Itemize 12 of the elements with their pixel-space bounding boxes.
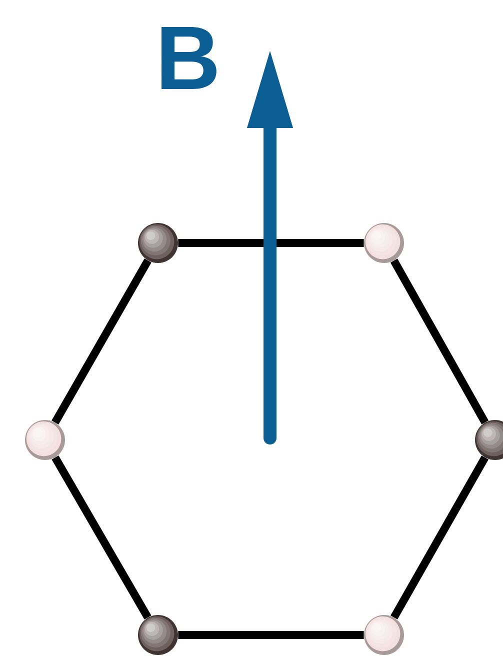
hexagon-side: [178, 239, 364, 247]
hexagon-side: [390, 258, 489, 424]
field-label: B: [162, 27, 216, 89]
sphere: [25, 420, 65, 460]
hexagon-side: [178, 631, 364, 639]
sphere: [138, 615, 178, 655]
hexagon-side: [52, 258, 152, 424]
hexagon-side: [390, 456, 488, 620]
sphere: [364, 223, 404, 263]
sphere: [364, 615, 404, 655]
sphere: [138, 223, 178, 263]
hexagon-side: [52, 455, 152, 620]
